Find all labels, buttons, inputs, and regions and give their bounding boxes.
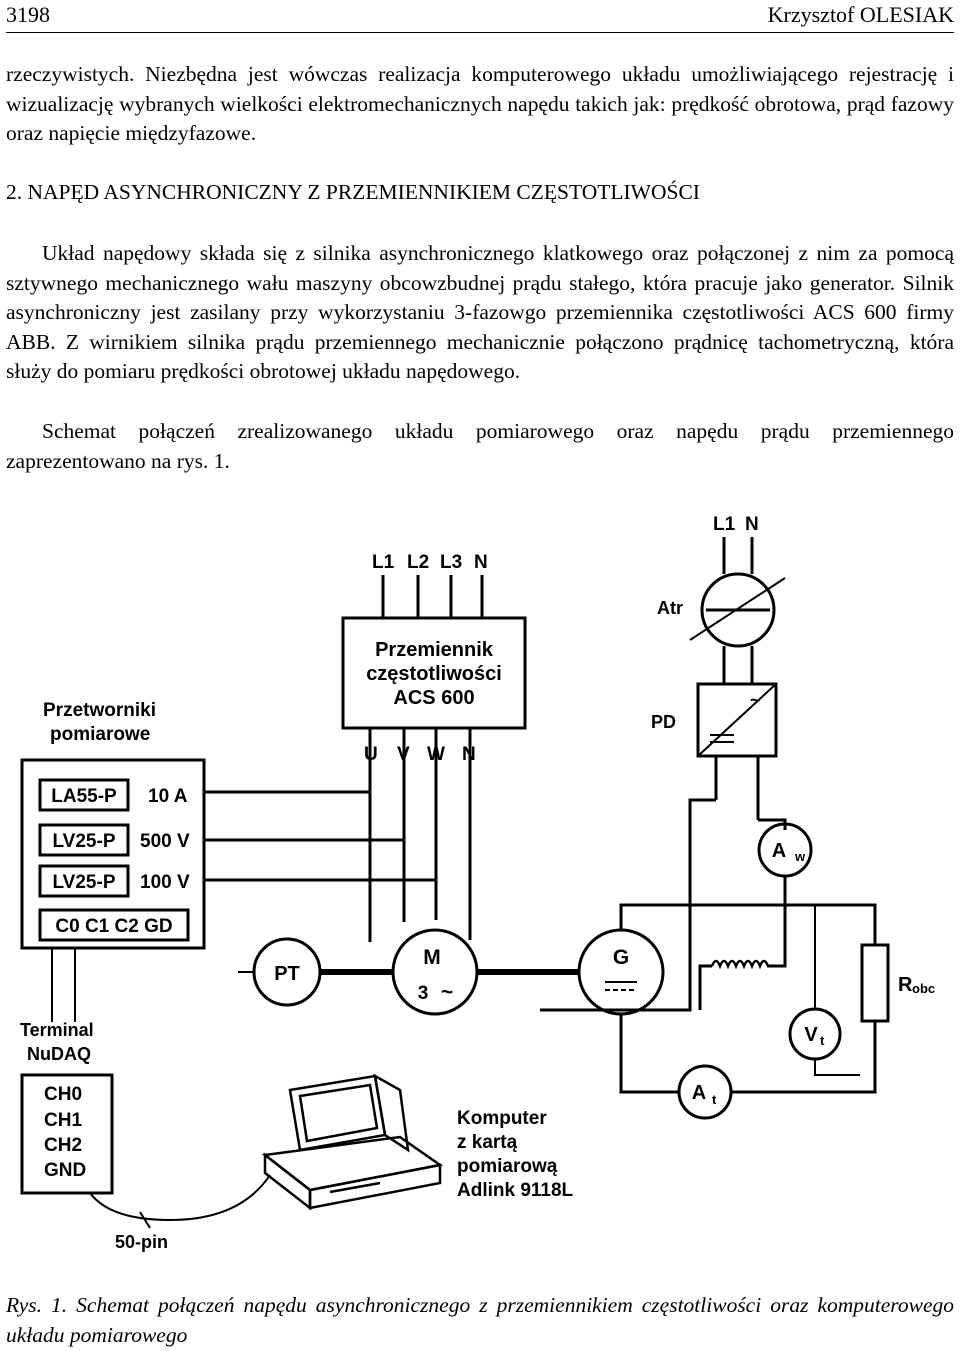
pin-label: 50-pin	[115, 1232, 168, 1252]
autotransformer	[700, 572, 776, 648]
transducer-lv25p-2-label: LV25-P	[52, 872, 115, 893]
converter-label-3: ACS 600	[393, 687, 474, 709]
section-paragraph-1: Układ napędowy składa się z silnika asyn…	[6, 241, 954, 383]
transducer-lv25p-2-value: 100 V	[140, 872, 190, 893]
generator-letter: G	[613, 946, 629, 969]
terminal-ch2: CH2	[44, 1135, 82, 1156]
rectifier-box	[696, 682, 778, 758]
autotransformer-label: Atr	[657, 598, 683, 618]
terminal-ch1: CH1	[44, 1110, 82, 1131]
transducer-lv25p-1-box	[38, 823, 130, 857]
voltmeter-main: V	[804, 1024, 818, 1046]
dc-generator	[577, 928, 665, 1016]
section-heading: 2. NAPĘD ASYNCHRONICZNY Z PRZEMIENNIKIEM…	[6, 180, 700, 204]
transducer-la55p-box	[38, 778, 130, 812]
motor-letter: M	[423, 946, 441, 969]
tachogenerator-label: PT	[274, 963, 300, 985]
ammeter-w-sub: w	[794, 849, 806, 864]
terminal-gnd: GND	[44, 1160, 86, 1181]
transducer-la55p-value: 10 A	[148, 786, 188, 807]
transducer-lv25p-2-box	[38, 864, 130, 898]
resistor-main: R	[898, 974, 913, 996]
terminal-ch0: CH0	[44, 1084, 82, 1105]
section-paragraph-2: Schemat połączeń zrealizowanego układu p…	[6, 419, 954, 473]
figure-1-diagram: L1 L2 L3 N Przemiennik częstotliwości AC…	[20, 514, 935, 1252]
terminal-box	[20, 1073, 114, 1195]
transducer-lv25p-1-label: LV25-P	[52, 831, 115, 852]
motor-symbol: ~	[441, 981, 453, 1004]
computer-line-3: pomiarową	[457, 1156, 558, 1177]
voltmeter-sub: t	[820, 1033, 825, 1048]
supply-label-l1: L1	[372, 552, 395, 573]
terminal-title-1: Terminal	[20, 1020, 94, 1040]
transducer-box	[20, 758, 206, 950]
supply-label-n: N	[474, 552, 488, 573]
converter-label-2: częstotliwości	[366, 663, 502, 685]
supply-label-l2: L2	[407, 552, 429, 573]
rectifier-label: PD	[651, 712, 676, 732]
resistor-sub: obc	[912, 981, 935, 996]
right-supply-n: N	[745, 514, 759, 535]
transducer-lv25p-1-value: 500 V	[140, 831, 190, 852]
transducers-title-1: Przetworniki	[43, 700, 156, 721]
transducers-title-2: pomiarowe	[50, 724, 150, 745]
converter-box	[341, 616, 527, 730]
converter-label-1: Przemiennik	[375, 639, 494, 661]
computer-line-1: Komputer	[457, 1108, 547, 1129]
computer-line-4: Adlink 9118L	[457, 1180, 574, 1201]
right-supply-l1: L1	[713, 514, 736, 535]
computer-line-2: z kartą	[457, 1132, 518, 1153]
supply-label-l3: L3	[440, 552, 462, 573]
page-number: 3198	[6, 2, 50, 27]
ammeter-w-main: A	[772, 840, 786, 862]
motor-phase: 3	[418, 983, 429, 1004]
ammeter-t-main: A	[692, 1082, 706, 1104]
figure-caption: Rys. 1. Schemat połączeń napędu asynchro…	[6, 1293, 954, 1347]
transducer-la55p-label: LA55-P	[51, 786, 117, 807]
ammeter-t-sub: t	[712, 1092, 717, 1107]
induction-motor	[391, 928, 479, 1016]
load-resistor	[860, 943, 890, 1023]
rectifier-tilde: ~	[750, 690, 761, 710]
page-header: 3198 Krzysztof OLESIAK	[6, 2, 954, 33]
intro-paragraph: rzeczywistych. Niezbędna jest wówczas re…	[6, 62, 954, 145]
transducer-channels-box	[38, 908, 190, 942]
running-author: Krzysztof OLESIAK	[767, 2, 954, 27]
terminal-title-2: NuDAQ	[27, 1044, 91, 1064]
computer-icon	[261, 1073, 444, 1211]
transducer-channels-label: C0 C1 C2 GD	[55, 916, 172, 937]
